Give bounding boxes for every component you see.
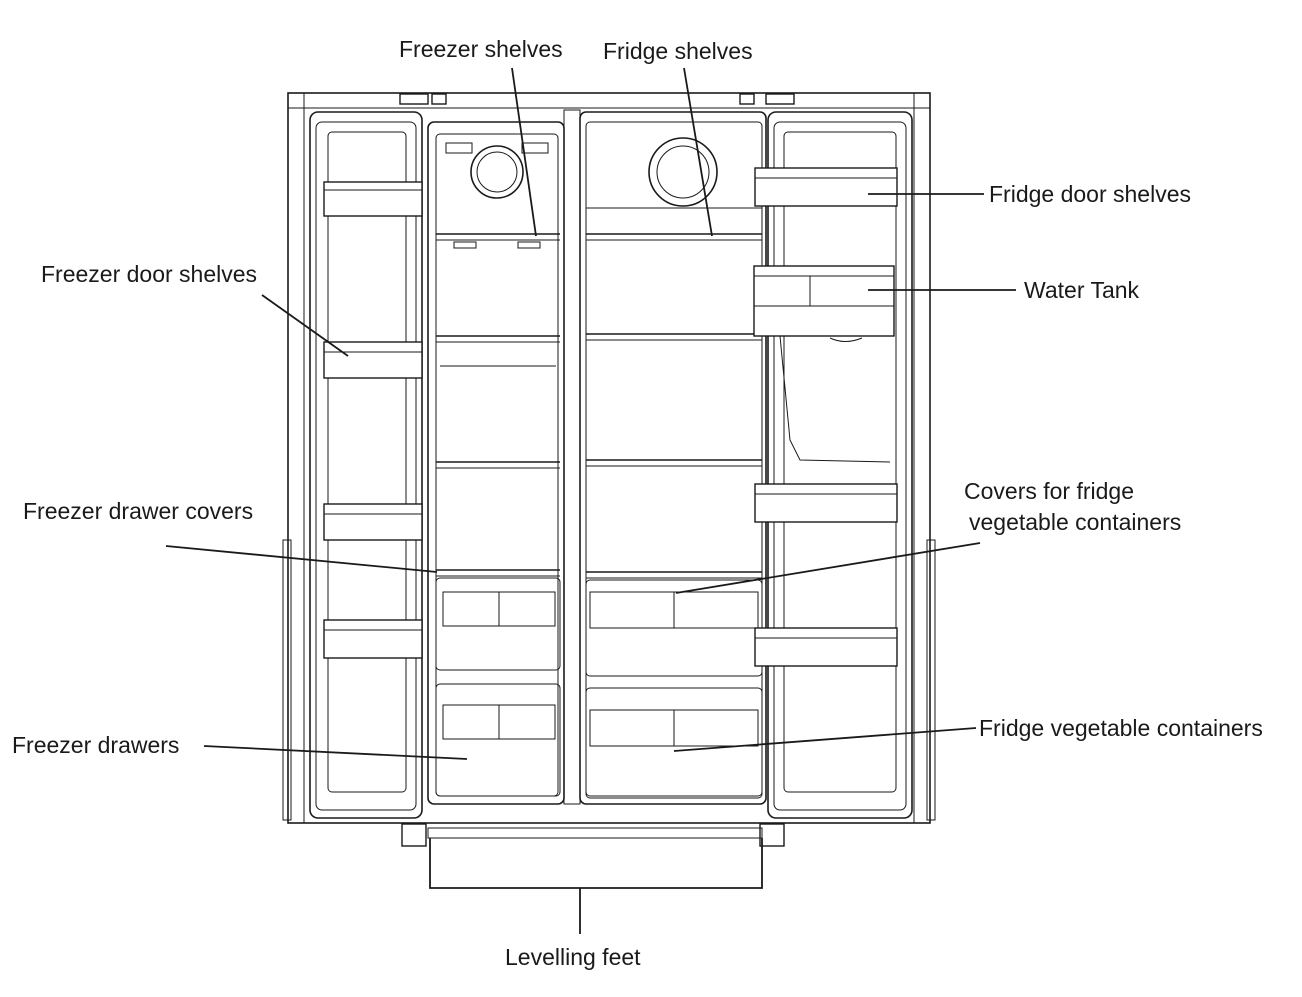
top-hinge-right bbox=[739, 93, 755, 105]
foot-left bbox=[401, 823, 427, 847]
water-tank-unit bbox=[753, 265, 895, 463]
levelling-feet-bracket bbox=[429, 838, 763, 889]
freezer-door bbox=[309, 111, 423, 819]
label-covers-fridge-veg-line1: Covers for fridge bbox=[964, 478, 1134, 504]
freezer-compartment bbox=[427, 121, 565, 805]
label-fridge-shelves: Fridge shelves bbox=[603, 38, 753, 64]
fridge-door bbox=[767, 111, 913, 819]
leader-lines bbox=[165, 67, 1016, 934]
label-fridge-vegetable-containers: Fridge vegetable containers bbox=[979, 715, 1263, 741]
label-freezer-drawer-covers: Freezer drawer covers bbox=[23, 498, 253, 524]
label-water-tank: Water Tank bbox=[1024, 277, 1140, 303]
center-divider bbox=[563, 109, 581, 805]
fridge-compartment bbox=[579, 111, 767, 805]
fridge-drawing bbox=[282, 92, 936, 847]
callout-labels: Freezer shelves Fridge shelves Fridge do… bbox=[12, 36, 1263, 970]
label-levelling-feet: Levelling feet bbox=[505, 944, 641, 970]
freezer-door-shelf-bins bbox=[323, 181, 423, 659]
label-freezer-door-shelves: Freezer door shelves bbox=[41, 261, 257, 287]
label-freezer-drawers: Freezer drawers bbox=[12, 732, 179, 758]
label-fridge-door-shelves: Fridge door shelves bbox=[989, 181, 1191, 207]
label-covers-fridge-veg-line2: vegetable containers bbox=[969, 509, 1181, 535]
foot-right bbox=[759, 823, 785, 847]
label-freezer-shelves: Freezer shelves bbox=[399, 36, 563, 62]
top-hinge-left bbox=[399, 93, 429, 105]
fridge-door-shelf-bins bbox=[754, 167, 898, 667]
